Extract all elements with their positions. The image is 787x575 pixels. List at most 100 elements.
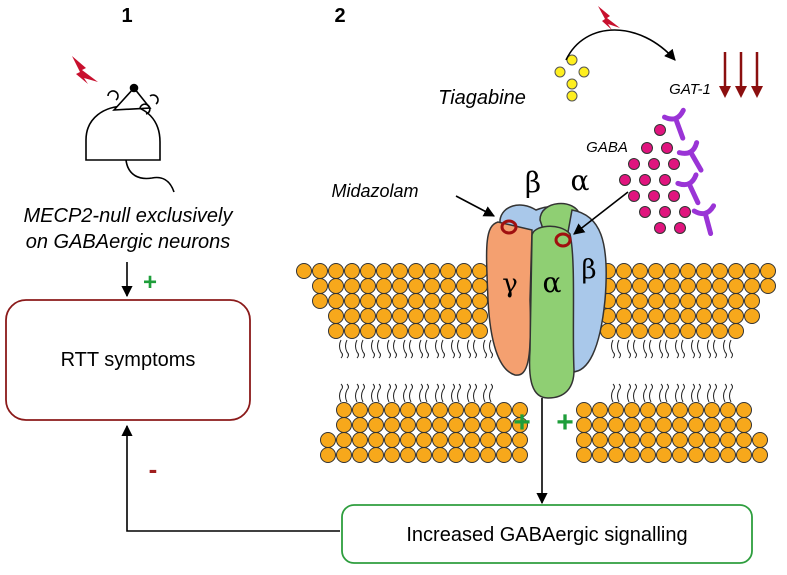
lipid-tail xyxy=(425,339,429,359)
lipid-head xyxy=(368,402,384,418)
lipid-head xyxy=(576,447,592,463)
lipid-head xyxy=(360,293,376,309)
lipid-head xyxy=(464,417,480,433)
lipid-head xyxy=(664,293,680,309)
lipid-head xyxy=(416,417,432,433)
lipid-head xyxy=(752,447,768,463)
lipid-head xyxy=(616,308,632,324)
lipid-head xyxy=(744,293,760,309)
lipid-head xyxy=(736,402,752,418)
lipid-tail xyxy=(441,339,445,359)
gaba-molecule xyxy=(648,190,660,202)
lipid-head xyxy=(624,417,640,433)
lipid-head xyxy=(464,432,480,448)
lipid-head xyxy=(616,278,632,294)
lipid-head xyxy=(720,432,736,448)
channel-plus-left: + xyxy=(513,406,531,439)
tiagabine-molecule xyxy=(566,54,578,66)
lipid-head xyxy=(408,278,424,294)
lipid-tail xyxy=(675,339,679,359)
lipid-tail xyxy=(649,339,653,359)
lipid-head xyxy=(744,278,760,294)
lipid-head xyxy=(736,417,752,433)
lipid-tail xyxy=(617,383,621,403)
lipid-head xyxy=(464,402,480,418)
lipid-head xyxy=(416,432,432,448)
lipid-head xyxy=(344,293,360,309)
lipid-head xyxy=(480,417,496,433)
lightning-bolt-icon xyxy=(72,56,98,84)
lipid-head xyxy=(312,278,328,294)
lipid-head xyxy=(456,278,472,294)
lipid-head xyxy=(392,308,408,324)
lipid-head xyxy=(328,323,344,339)
gaba-molecule xyxy=(659,174,671,186)
lipid-tail xyxy=(627,383,631,403)
lipid-tail xyxy=(403,339,407,359)
lipid-head xyxy=(672,447,688,463)
subunit-alpha-top: α xyxy=(571,164,590,197)
lipid-head xyxy=(640,447,656,463)
lipid-tail xyxy=(617,339,621,359)
lipid-head xyxy=(712,323,728,339)
lipid-head xyxy=(720,402,736,418)
lipid-head xyxy=(312,293,328,309)
increased-gaba-signalling-label: Increased GABAergic signalling xyxy=(406,524,687,546)
lipid-tail xyxy=(451,339,455,359)
lipid-head xyxy=(480,432,496,448)
lipid-head xyxy=(344,308,360,324)
lipid-head xyxy=(576,402,592,418)
lipid-head xyxy=(712,263,728,279)
tiagabine-label: Tiagabine xyxy=(438,87,526,109)
lipid-head xyxy=(472,263,488,279)
lipid-bilayer xyxy=(296,263,776,463)
lipid-head xyxy=(664,308,680,324)
feedback-minus-sign: - xyxy=(149,454,158,484)
tiagabine-molecule xyxy=(578,66,590,78)
lipid-head xyxy=(440,278,456,294)
lipid-head xyxy=(704,432,720,448)
lipid-head xyxy=(424,308,440,324)
lipid-head xyxy=(696,263,712,279)
lipid-head xyxy=(640,402,656,418)
lipid-head xyxy=(384,447,400,463)
lipid-tail xyxy=(409,383,413,403)
lipid-head xyxy=(368,417,384,433)
lipid-head xyxy=(424,323,440,339)
lipid-head xyxy=(328,278,344,294)
lipid-head xyxy=(440,263,456,279)
lipid-tail xyxy=(473,383,477,403)
lipid-tail xyxy=(483,383,487,403)
lipid-head xyxy=(432,432,448,448)
lipid-head xyxy=(632,278,648,294)
lipid-head xyxy=(728,293,744,309)
lipid-tail xyxy=(659,383,663,403)
y-receptor-icon xyxy=(675,172,701,206)
gaba-molecule xyxy=(639,174,651,186)
lipid-head xyxy=(656,402,672,418)
lipid-head xyxy=(640,417,656,433)
lipid-head xyxy=(320,432,336,448)
lipid-head xyxy=(680,308,696,324)
lipid-tail xyxy=(345,383,349,403)
lipid-head xyxy=(360,278,376,294)
lipid-tail xyxy=(681,383,685,403)
lipid-head xyxy=(328,293,344,309)
lipid-head xyxy=(328,308,344,324)
lipid-tail xyxy=(361,383,365,403)
lipid-head xyxy=(352,432,368,448)
lipid-head xyxy=(688,432,704,448)
lipid-head xyxy=(576,417,592,433)
lipid-head xyxy=(744,263,760,279)
lipid-head xyxy=(672,432,688,448)
lipid-head xyxy=(368,432,384,448)
lipid-tail xyxy=(377,383,381,403)
lipid-head xyxy=(320,447,336,463)
lipid-head xyxy=(408,263,424,279)
lipid-head xyxy=(392,263,408,279)
gat1-label: GAT-1 xyxy=(669,81,711,98)
lipid-head xyxy=(712,308,728,324)
gat1-down-arrows-icon xyxy=(719,52,763,98)
lipid-tail xyxy=(355,383,359,403)
lipid-head xyxy=(704,402,720,418)
